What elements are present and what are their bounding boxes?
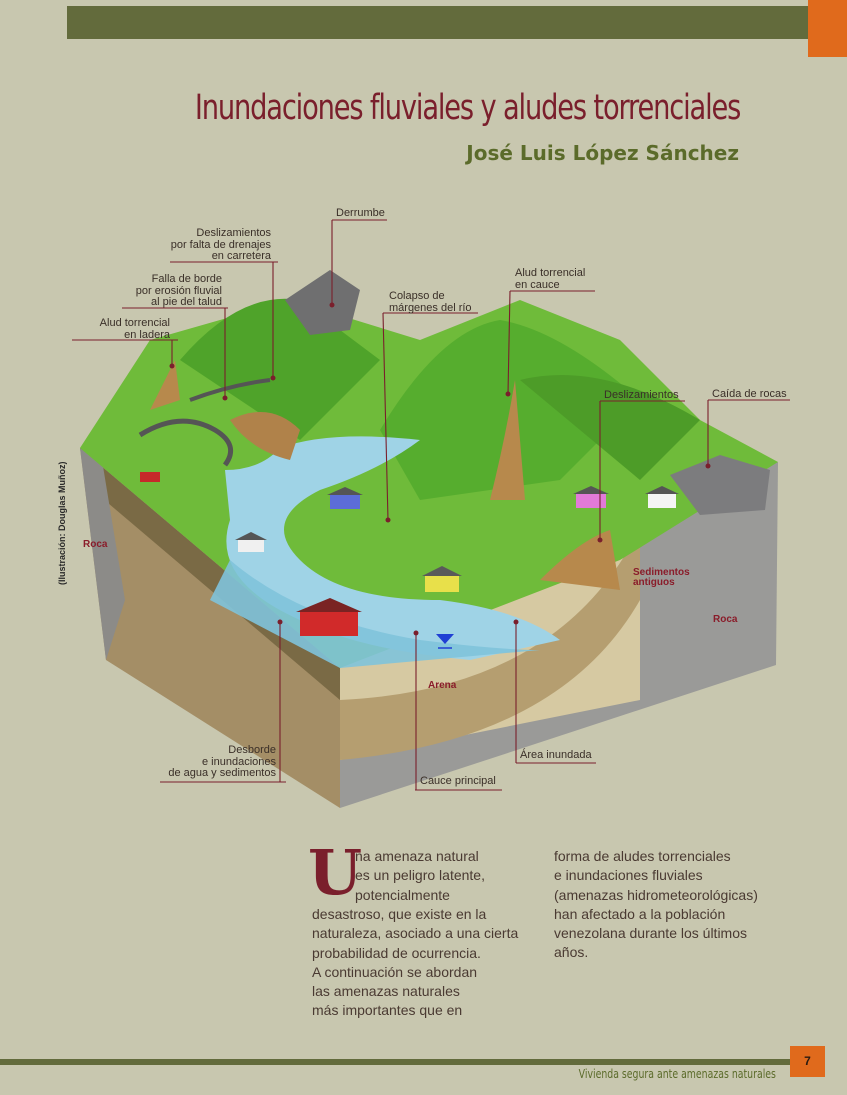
house-white bbox=[645, 486, 679, 508]
label-area-inundada: Área inundada bbox=[520, 749, 592, 761]
label-deslizamientos: Deslizamientos bbox=[604, 389, 679, 401]
body-col1-rest: desastroso, que existe en la naturaleza,… bbox=[312, 906, 519, 1019]
flood-area bbox=[210, 560, 540, 668]
label-roca-right: Roca bbox=[713, 614, 738, 625]
page-number: 7 bbox=[804, 1054, 811, 1068]
block-rock-left bbox=[80, 448, 125, 660]
house-white-left bbox=[235, 532, 267, 552]
page-title: Inundaciones fluviales y aludes torrenci… bbox=[194, 88, 742, 128]
label-colapso: Colapso de márgenes del río bbox=[389, 290, 472, 314]
label-roca-left: Roca bbox=[83, 539, 108, 550]
header-bar bbox=[67, 6, 826, 39]
label-cauce-principal: Cauce principal bbox=[420, 775, 496, 787]
river bbox=[225, 436, 560, 660]
body-col2: forma de aludes torrenciales e inundacio… bbox=[554, 848, 758, 961]
rock-peak bbox=[285, 270, 360, 335]
house-yellow bbox=[422, 566, 462, 592]
landslide-1 bbox=[150, 360, 180, 410]
road-upper bbox=[189, 378, 271, 402]
author-name: José Luis López Sánchez bbox=[466, 141, 739, 165]
label-caida-rocas: Caída de rocas bbox=[712, 388, 787, 400]
house-small-red bbox=[140, 472, 160, 482]
block-left-sediment bbox=[80, 448, 340, 700]
drop-cap: U bbox=[308, 836, 363, 909]
house-red-big bbox=[296, 598, 362, 636]
label-desborde: Desborde e inundaciones de agua y sedime… bbox=[168, 744, 276, 779]
label-arena: Arena bbox=[428, 680, 457, 691]
water-level-icon bbox=[436, 634, 454, 644]
label-deslizamientos-drenajes: Deslizamientos por falta de drenajes en … bbox=[170, 227, 271, 262]
landslide-3 bbox=[540, 530, 620, 590]
block-left-face bbox=[80, 448, 340, 808]
label-sedimentos: Sedimentos antiguos bbox=[633, 567, 690, 588]
illustration-credit: (Ilustración: Douglas Muñoz) bbox=[57, 461, 67, 586]
body-col1-indented: na amenaza natural es un peligro latente… bbox=[355, 848, 485, 903]
bank-collapse bbox=[230, 412, 300, 460]
river-block-illustration bbox=[72, 219, 790, 808]
label-alud-cauce: Alud torrencial en cauce bbox=[515, 267, 586, 291]
leader-dots bbox=[169, 302, 711, 636]
mountain-left bbox=[180, 298, 380, 440]
label-falla-borde: Falla de borde por erosión fluvial al pi… bbox=[135, 273, 222, 308]
page-number-box bbox=[790, 1046, 825, 1077]
footer-rule bbox=[0, 1059, 790, 1065]
rock-fall-pile bbox=[670, 455, 770, 515]
sediment-arc bbox=[340, 528, 640, 760]
leader-lines bbox=[72, 219, 790, 791]
landslide-2 bbox=[490, 380, 525, 500]
road bbox=[138, 418, 234, 467]
footer-running-title: Vivienda segura ante amenazas naturales bbox=[578, 1067, 776, 1081]
house-blue bbox=[327, 487, 363, 509]
header-orange-tab bbox=[808, 0, 847, 57]
label-derrumbe: Derrumbe bbox=[336, 207, 385, 219]
label-alud-ladera: Alud torrencial en ladera bbox=[99, 317, 170, 341]
